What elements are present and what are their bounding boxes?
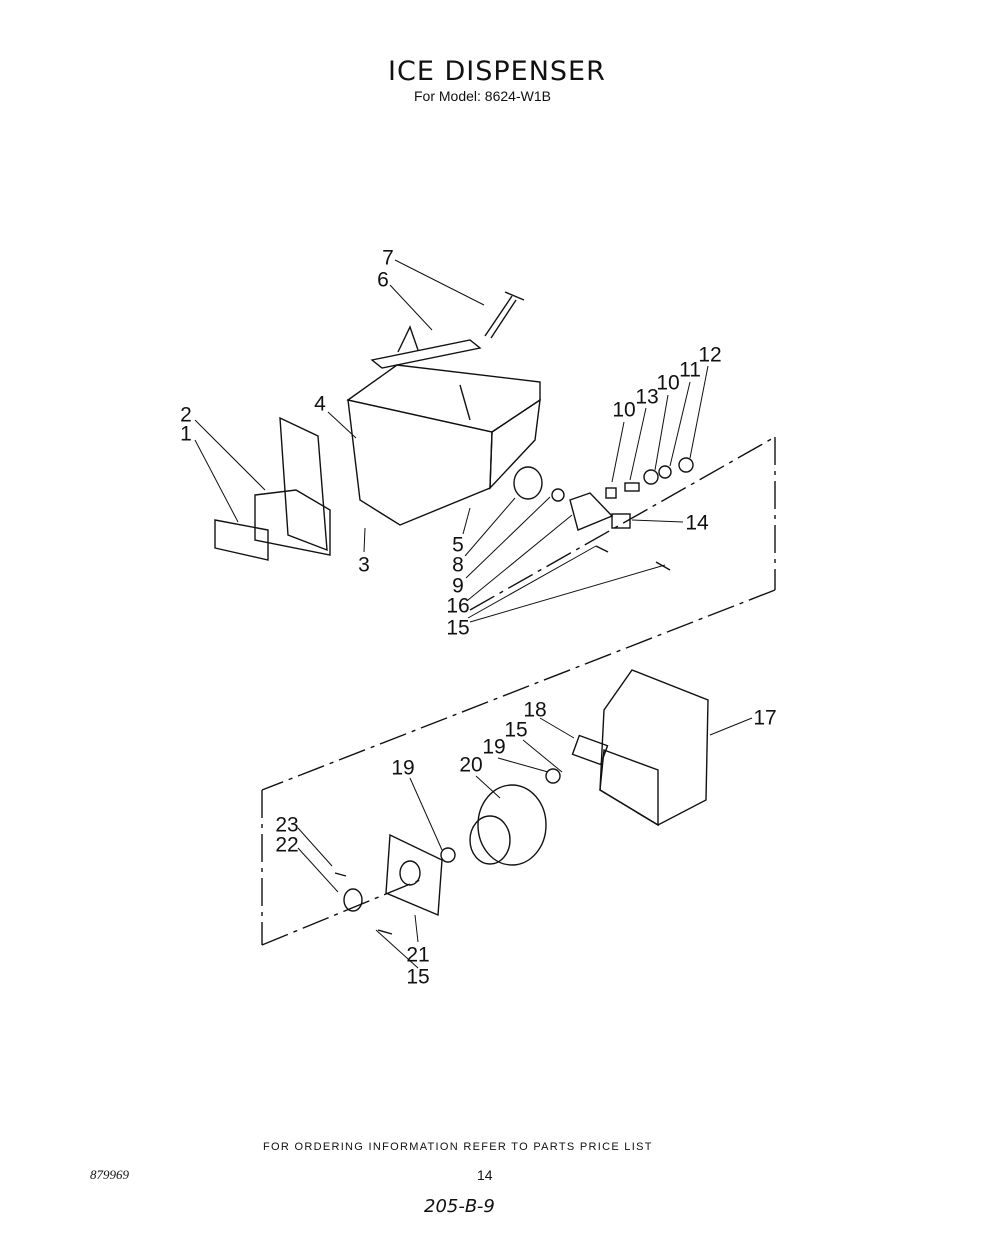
page-title: ICE DISPENSER [388,56,606,87]
handwritten-note: 205-B-9 [424,1196,495,1217]
callout-11: 11 [679,358,701,382]
callout-8: 8 [452,553,464,577]
auger-parts [513,457,694,571]
callout-13: 13 [635,385,659,409]
leader-lines [194,259,753,969]
callout-1: 1 [180,422,192,446]
callout-20: 20 [459,753,483,777]
drive-motor [440,768,561,866]
callout-19: 19 [482,735,506,759]
document-number: 879969 [90,1167,129,1182]
callout-2: 2 [180,403,192,427]
callout-15: 15 [406,965,430,989]
callout-10: 10 [612,398,636,422]
callout-23: 23 [275,813,299,837]
front-panel [214,416,331,561]
callout-18: 18 [523,698,547,722]
callout-19: 19 [391,756,415,780]
callout-6: 6 [377,268,389,292]
callout-12: 12 [698,343,722,367]
ordering-note: FOR ORDERING INFORMATION REFER TO PARTS … [263,1141,653,1153]
motor-bracket [334,833,443,935]
callout-5: 5 [452,533,464,557]
callout-17: 17 [753,706,777,730]
upper-assembly-outline [261,436,776,791]
callout-22: 22 [275,833,299,857]
callout-10: 10 [656,371,680,395]
callout-3: 3 [358,553,370,577]
motor-housing [571,669,709,827]
callout-9: 9 [452,574,464,598]
ice-bucket [346,364,541,526]
callout-16: 16 [446,594,470,618]
callout-15: 15 [446,616,470,640]
callout-7: 7 [382,246,394,270]
lever-part [484,291,525,339]
callout-4: 4 [314,392,326,416]
model-subtitle: For Model: 8624-W1B [414,88,551,104]
callout-21: 21 [406,943,430,967]
lower-assembly-outline [261,790,421,946]
callout-14: 14 [685,511,709,535]
callout-15: 15 [504,718,528,742]
page-number: 14 [477,1167,493,1183]
bucket-cover-bar [370,325,482,369]
